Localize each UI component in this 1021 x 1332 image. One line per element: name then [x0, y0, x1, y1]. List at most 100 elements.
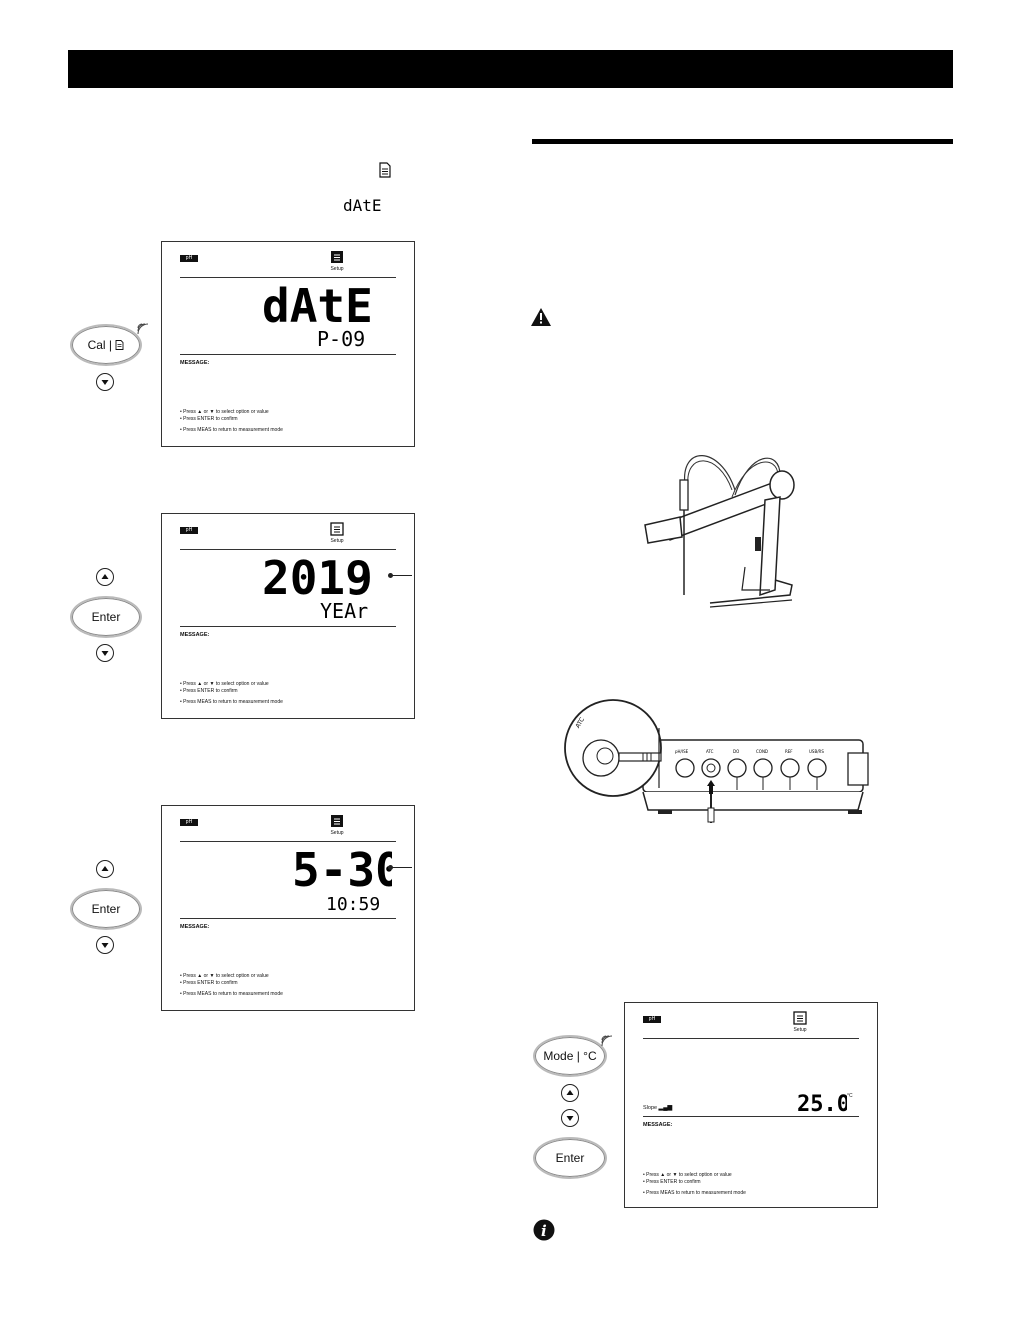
lcd-panel-year: pH Setup 2019 YEAr MESSAGE: • Press ▲ or…: [161, 513, 415, 719]
lcd-main-text: 2019: [262, 554, 373, 600]
instruction-line: • Press ▲ or ▼ to select option or value: [643, 1172, 732, 1178]
instruction-line: • Press ENTER to confirm: [180, 688, 238, 694]
setup-doc-icon: [115, 340, 124, 350]
meter-ports: [675, 758, 827, 790]
instruction-line: • Press ▲ or ▼ to select option or value: [180, 681, 269, 687]
setup-icon: [793, 1011, 807, 1025]
down-arrow-button[interactable]: [561, 1109, 579, 1127]
divider: [180, 918, 396, 919]
svg-text:dAtE: dAtE: [262, 282, 373, 328]
temperature-unit: °C: [847, 1093, 853, 1099]
lcd-panel-temperature: pH Setup Slope ▂▄▆ 25.0 °C MESSAGE: • Pr…: [624, 1002, 878, 1208]
svg-text:YEAr: YEAr: [320, 600, 368, 622]
down-arrow-button[interactable]: [96, 936, 114, 954]
info-icon: i: [533, 1219, 555, 1241]
instruction-line: • Press MEAS to return to measurement mo…: [643, 1190, 746, 1196]
lcd-main-text: dAtE: [262, 282, 373, 328]
electrode-holder-illustration: [644, 455, 795, 608]
svg-text:P-09: P-09: [317, 328, 365, 350]
lcd-sub-text: P-09: [317, 328, 365, 350]
setup-icon: [330, 522, 344, 536]
down-arrow-icon: [101, 651, 109, 656]
instruction-line: • Press MEAS to return to measurement mo…: [180, 991, 283, 997]
down-arrow-icon: [101, 943, 109, 948]
down-arrow-icon: [566, 1116, 574, 1121]
up-arrow-icon: [566, 1090, 574, 1095]
callout-dot: [388, 573, 393, 578]
inline-lcd-word: dAtE: [343, 196, 382, 215]
svg-text:2019: 2019: [262, 554, 373, 600]
down-arrow-icon: [101, 380, 109, 385]
mode-badge: pH: [180, 527, 198, 534]
svg-text:pH/ISE: pH/ISE: [675, 749, 689, 754]
setup-label: Setup: [330, 266, 344, 272]
setup-icon: [331, 815, 343, 827]
message-label: MESSAGE:: [180, 360, 210, 366]
up-arrow-icon: [101, 866, 109, 871]
divider: [643, 1038, 859, 1039]
svg-text:10:59: 10:59: [326, 894, 380, 914]
instruction-line: • Press MEAS to return to measurement mo…: [180, 427, 283, 433]
divider: [643, 1116, 859, 1117]
svg-text:5-30: 5-30: [292, 846, 392, 892]
divider: [180, 549, 396, 550]
svg-text:DO: DO: [733, 749, 739, 754]
instruction-line: • Press ENTER to confirm: [180, 416, 238, 422]
up-arrow-button[interactable]: [96, 860, 114, 878]
message-label: MESSAGE:: [180, 632, 210, 638]
cal-button[interactable]: Cal |: [70, 324, 142, 366]
divider: [180, 841, 396, 842]
press-hold-icon: [601, 1035, 613, 1046]
instruction-line: • Press ENTER to confirm: [643, 1179, 701, 1185]
mode-badge: pH: [643, 1016, 661, 1023]
slope-label: Slope ▂▄▆: [643, 1105, 673, 1111]
setup-icon: [331, 251, 343, 263]
svg-text:dAtE: dAtE: [343, 196, 382, 215]
press-hold-icon: [137, 323, 149, 334]
lcd-main-text: 5-30: [292, 846, 392, 892]
down-arrow-button[interactable]: [96, 373, 114, 391]
callout-dot: [388, 865, 393, 870]
svg-text:25.0: 25.0: [797, 1092, 847, 1115]
instruction-line: • Press MEAS to return to measurement mo…: [180, 699, 283, 705]
lcd-panel-monthday: pH Setup 5-30 10:59 MESSAGE: • Press ▲ o…: [161, 805, 415, 1011]
header-bar: [68, 50, 953, 88]
instruction-line: • Press ▲ or ▼ to select option or value: [180, 409, 269, 415]
divider: [180, 277, 396, 278]
message-label: MESSAGE:: [180, 924, 210, 930]
setup-doc-icon: [379, 162, 391, 178]
svg-text:i: i: [541, 1222, 547, 1240]
up-arrow-button[interactable]: [561, 1084, 579, 1102]
up-arrow-button[interactable]: [96, 568, 114, 586]
mode-temp-button[interactable]: Mode | °C: [533, 1035, 607, 1077]
svg-text:USB/RS: USB/RS: [809, 749, 824, 754]
enter-button[interactable]: Enter: [533, 1137, 607, 1179]
callout-line: [392, 867, 412, 868]
slope-bars-icon: ▂▄▆: [658, 1105, 673, 1111]
lcd-sub-text: YEAr: [320, 600, 368, 622]
lcd-panel-date: pH Setup dAtE P-09 MESSAGE: • Press ▲ or…: [161, 241, 415, 447]
svg-text:REF: REF: [785, 749, 793, 754]
enter-button[interactable]: Enter: [70, 596, 142, 638]
message-label: MESSAGE:: [643, 1122, 673, 1128]
instruction-line: • Press ENTER to confirm: [180, 980, 238, 986]
setup-label: Setup: [330, 538, 344, 544]
enter-button[interactable]: Enter: [70, 888, 142, 930]
lcd-temperature-value: 25.0: [797, 1092, 847, 1115]
mode-badge: pH: [180, 819, 198, 826]
warning-icon: [531, 308, 551, 326]
mode-badge: pH: [180, 255, 198, 262]
section-rule: [532, 139, 953, 144]
instruction-line: • Press ▲ or ▼ to select option or value: [180, 973, 269, 979]
setup-label: Setup: [793, 1027, 807, 1033]
svg-text:COND: COND: [756, 749, 768, 754]
setup-label: Setup: [330, 830, 344, 836]
meter-atc-illustration: pH/ISE ATC DO COND REF USB/RS ATC: [564, 699, 869, 823]
divider: [180, 354, 396, 355]
lcd-sub-text: 10:59: [326, 894, 380, 914]
up-arrow-icon: [101, 574, 109, 579]
down-arrow-button[interactable]: [96, 644, 114, 662]
svg-text:ATC: ATC: [574, 716, 586, 729]
callout-line: [392, 575, 412, 576]
svg-text:ATC: ATC: [706, 749, 714, 754]
